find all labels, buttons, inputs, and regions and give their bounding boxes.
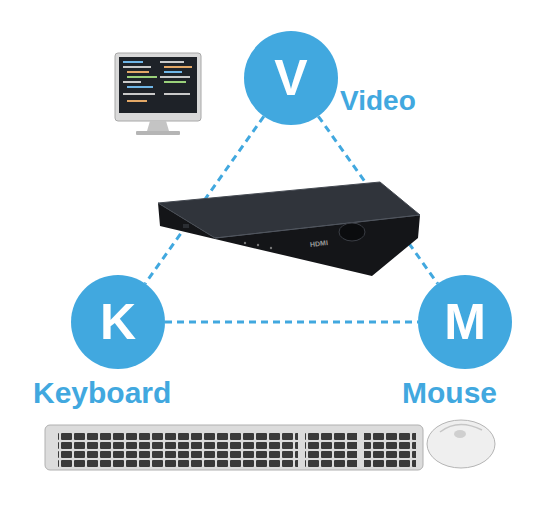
monitor-illustration: [115, 53, 201, 135]
keyboard-illustration: [45, 425, 423, 470]
video-letter: V: [244, 31, 338, 125]
mouse-illustration: [427, 420, 495, 468]
dashed-connector: [165, 321, 418, 324]
mouse-letter: M: [418, 275, 512, 369]
keyboard-letter: K: [71, 275, 165, 369]
kvm-switch-illustration: [158, 182, 420, 276]
video-circle: VVideo: [244, 31, 338, 125]
keyboard-circle: KKeyboard: [71, 275, 165, 369]
video-heading: Video: [340, 87, 416, 115]
mouse-circle: MMouse: [418, 275, 512, 369]
mouse-heading: Mouse: [402, 378, 497, 408]
keyboard-heading: Keyboard: [33, 378, 171, 408]
